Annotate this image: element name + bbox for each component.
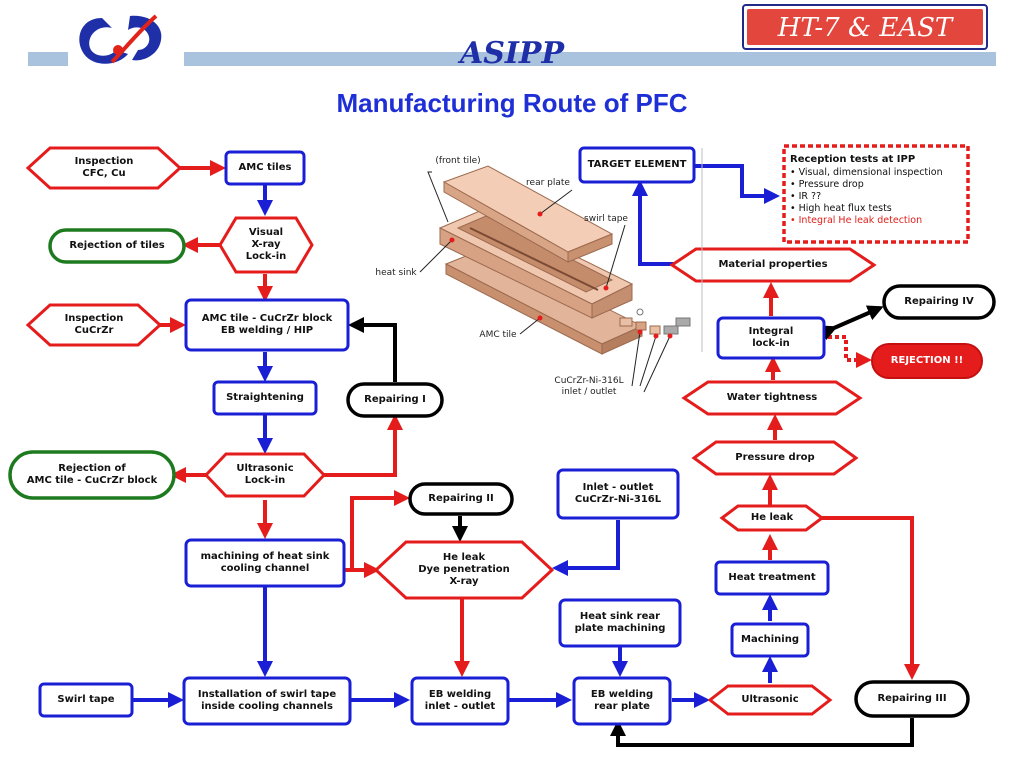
header-band-left bbox=[28, 52, 68, 66]
rejection-block-pill bbox=[8, 450, 176, 500]
he-leak-label: He leak bbox=[750, 512, 794, 523]
arrow-inlet-to-he-leak bbox=[552, 520, 620, 576]
reception-item: • Visual, dimensional inspection bbox=[790, 167, 943, 178]
straightening-label: Straightening bbox=[226, 392, 304, 403]
integral-lock-label: Integral lock-in bbox=[748, 326, 794, 349]
reception-item: • Pressure drop bbox=[790, 179, 864, 190]
repairing-3-label: Repairing III bbox=[877, 693, 947, 704]
repairing-4-label: Repairing IV bbox=[904, 296, 974, 307]
label-swirl-tape: swirl tape bbox=[584, 214, 628, 224]
heat-treatment-box bbox=[714, 560, 830, 596]
visual-xray-label: Visual X-ray Lock-in bbox=[245, 227, 287, 262]
swirl-tape-label: Swirl tape bbox=[57, 694, 115, 705]
pressure-drop-label: Pressure drop bbox=[735, 452, 815, 463]
illustration-leaders bbox=[419, 171, 671, 393]
eb-rear-label: EB welding rear plate bbox=[590, 689, 654, 712]
repairing-3-pill bbox=[854, 680, 970, 718]
inlet-outlet-box bbox=[556, 468, 680, 520]
machining-box bbox=[730, 622, 810, 658]
header-band-right bbox=[184, 52, 996, 66]
rejection-block-label: Rejection of AMC tile - CuCrZr block bbox=[26, 463, 158, 486]
amc-tiles-box bbox=[224, 150, 306, 186]
eb-inlet-box bbox=[410, 676, 510, 726]
water-tightness-hex bbox=[681, 380, 863, 416]
arrow-repairing-1-to-block bbox=[348, 317, 397, 382]
pressure-drop-hex bbox=[691, 440, 859, 476]
repairing-1-pill bbox=[346, 382, 444, 418]
arrow-he-leak-to-repairing-3 bbox=[820, 516, 920, 680]
amc-tiles-label: AMC tiles bbox=[238, 162, 292, 173]
heat-treatment-label: Heat treatment bbox=[728, 572, 816, 583]
integral-lock-box bbox=[716, 316, 826, 360]
reception-tests-list: Reception tests at IPP • Visual, dimensi… bbox=[790, 154, 964, 227]
material-properties-label: Material properties bbox=[718, 259, 828, 270]
rejection-pill bbox=[871, 343, 983, 379]
water-tightness-label: Water tightness bbox=[726, 392, 818, 403]
ultrasonic-lock-label: Ultrasonic Lock-in bbox=[236, 463, 294, 486]
eb-inlet-label: EB welding inlet - outlet bbox=[424, 689, 496, 712]
arrow-integral-repairing-4 bbox=[819, 305, 884, 341]
installation-swirl-box bbox=[182, 676, 352, 726]
rejection-tiles-pill bbox=[48, 228, 186, 264]
rejection-tiles-label: Rejection of tiles bbox=[69, 240, 165, 251]
ultrasonic-label: Ultrasonic bbox=[741, 694, 799, 705]
heat-sink-rear-label: Heat sink rear plate machining bbox=[574, 611, 666, 634]
he-leak-dye-hex bbox=[373, 540, 555, 600]
visual-xray-hex bbox=[218, 216, 314, 274]
page-title: Manufacturing Route of PFC bbox=[336, 88, 688, 118]
installation-swirl-label: Installation of swirl tape inside coolin… bbox=[197, 689, 337, 712]
reception-tests-title: Reception tests at IPP bbox=[790, 154, 916, 165]
repairing-4-pill bbox=[882, 284, 996, 320]
reception-item: • High heat flux tests bbox=[790, 203, 892, 214]
machining-heat-sink-box bbox=[184, 538, 346, 588]
amc-block-label: AMC tile - CuCrZr block EB welding / HIP bbox=[201, 313, 333, 336]
label-heat-sink: heat sink bbox=[375, 268, 417, 278]
eb-rear-box bbox=[572, 676, 672, 726]
arrow-ultrasonic-to-repairing-1 bbox=[324, 414, 403, 477]
repairing-2-pill bbox=[408, 482, 514, 516]
org-name: ASIPP bbox=[459, 36, 565, 71]
project-badge-label: HT-7 & EAST bbox=[747, 9, 983, 45]
he-leak-dye-label: He leak Dye penetration X-ray bbox=[418, 552, 510, 587]
material-properties-hex bbox=[669, 247, 877, 283]
label-rear-plate: rear plate bbox=[526, 178, 570, 188]
arrow-material-to-target bbox=[632, 180, 680, 266]
pfc-illustration bbox=[438, 165, 691, 355]
inlet-outlet-label: Inlet - outlet CuCrZr-Ni-316L bbox=[574, 482, 662, 505]
straightening-box bbox=[212, 380, 318, 416]
arrow-integral-to-rejection bbox=[828, 335, 872, 368]
repairing-2-label: Repairing II bbox=[428, 493, 494, 504]
ultrasonic-lock-hex bbox=[203, 452, 327, 498]
label-amc-tile: AMC tile bbox=[479, 330, 517, 340]
machining-heat-sink-label: machining of heat sink cooling channel bbox=[200, 551, 330, 574]
asipp-logo-icon bbox=[79, 14, 162, 64]
he-leak-hex bbox=[719, 504, 825, 532]
label-front-tile: (front tile) bbox=[435, 156, 481, 166]
heat-sink-rear-box bbox=[558, 598, 682, 648]
repairing-1-label: Repairing I bbox=[364, 394, 426, 405]
machining-label: Machining bbox=[741, 634, 799, 645]
arrow-target-to-reception bbox=[694, 164, 780, 204]
reception-item-highlight: • Integral He leak detection bbox=[790, 215, 923, 226]
arrow-he-leak-to-repairing-2 bbox=[350, 490, 410, 572]
inspection-cucrzr-label: Inspection CuCrZr bbox=[64, 313, 124, 336]
arrow-repairing-3-to-eb-rear bbox=[610, 718, 914, 747]
target-element-label: TARGET ELEMENT bbox=[587, 159, 687, 170]
project-badge: HT-7 & EAST bbox=[742, 4, 988, 50]
label-cucrzr-inlet: CuCrZr-Ni-316L inlet / outlet bbox=[554, 376, 624, 397]
reception-item: • IR ?? bbox=[790, 191, 822, 202]
swirl-tape-box bbox=[38, 682, 134, 718]
illustration-dots bbox=[449, 211, 673, 339]
inspection-cucrzr-hex bbox=[25, 303, 163, 347]
reception-tests-box bbox=[782, 144, 970, 244]
inspection-cfc-label: Inspection CFC, Cu bbox=[74, 156, 134, 179]
ultrasonic-hex bbox=[707, 684, 833, 716]
inspection-cfc-hex bbox=[25, 146, 183, 190]
amc-block-box bbox=[184, 298, 350, 352]
target-element-box bbox=[578, 146, 696, 184]
rejection-label: REJECTION !! bbox=[890, 355, 964, 366]
